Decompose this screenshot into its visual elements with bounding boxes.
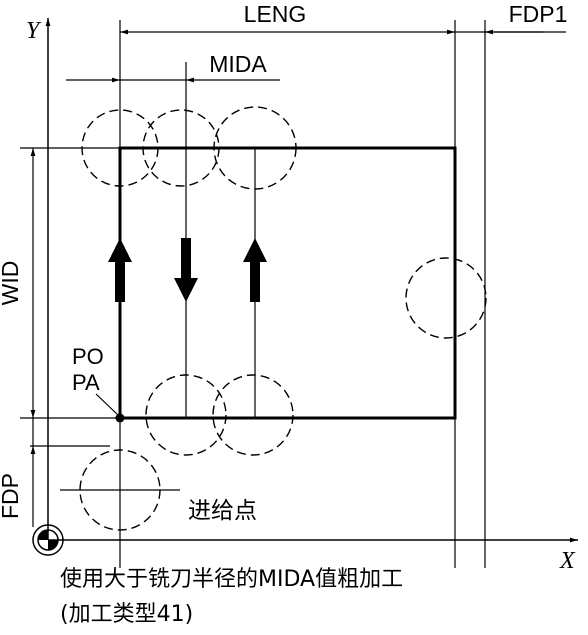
pa-leader [95,393,119,416]
axes [45,18,578,543]
x-axis-label: X [559,548,576,574]
feed-arrow-icon [243,238,267,302]
tool-circle [213,106,297,190]
tool-circle [142,109,220,187]
dimension-leng: LENG [120,1,455,35]
workpiece-zero-icon [32,524,64,556]
dimension-mida: MIDA [66,51,280,83]
feed-point-label: 进给点 [188,497,257,523]
y-axis-label: Y [26,18,42,44]
fdp1-label: FDP1 [509,1,568,27]
dimension-wid: WID [0,148,36,418]
feed-arrow-icon [108,238,132,302]
mida-label: MIDA [209,51,267,77]
pa-label: PA [72,370,100,395]
caption-line-1: 使用大于铣刀半径的MIDA值粗加工 [60,567,404,592]
feed-arrows [108,238,267,302]
dimension-fdp: FDP [0,418,36,527]
feed-arrow-icon [174,238,198,302]
po-label: PO [72,344,104,369]
caption-line-2: (加工类型41) [60,602,194,627]
tool-circle [145,374,227,456]
dimension-fdp1: FDP1 [455,1,568,35]
wid-label: WID [0,261,23,306]
tool-circle [81,109,159,187]
tool-circles [79,106,487,531]
start-point-dot [115,413,125,423]
fdp-label: FDP [0,473,23,519]
tool-paths [185,148,256,418]
leng-label: LENG [244,1,307,27]
tool-circle [212,374,294,456]
tool-circle [405,257,487,339]
